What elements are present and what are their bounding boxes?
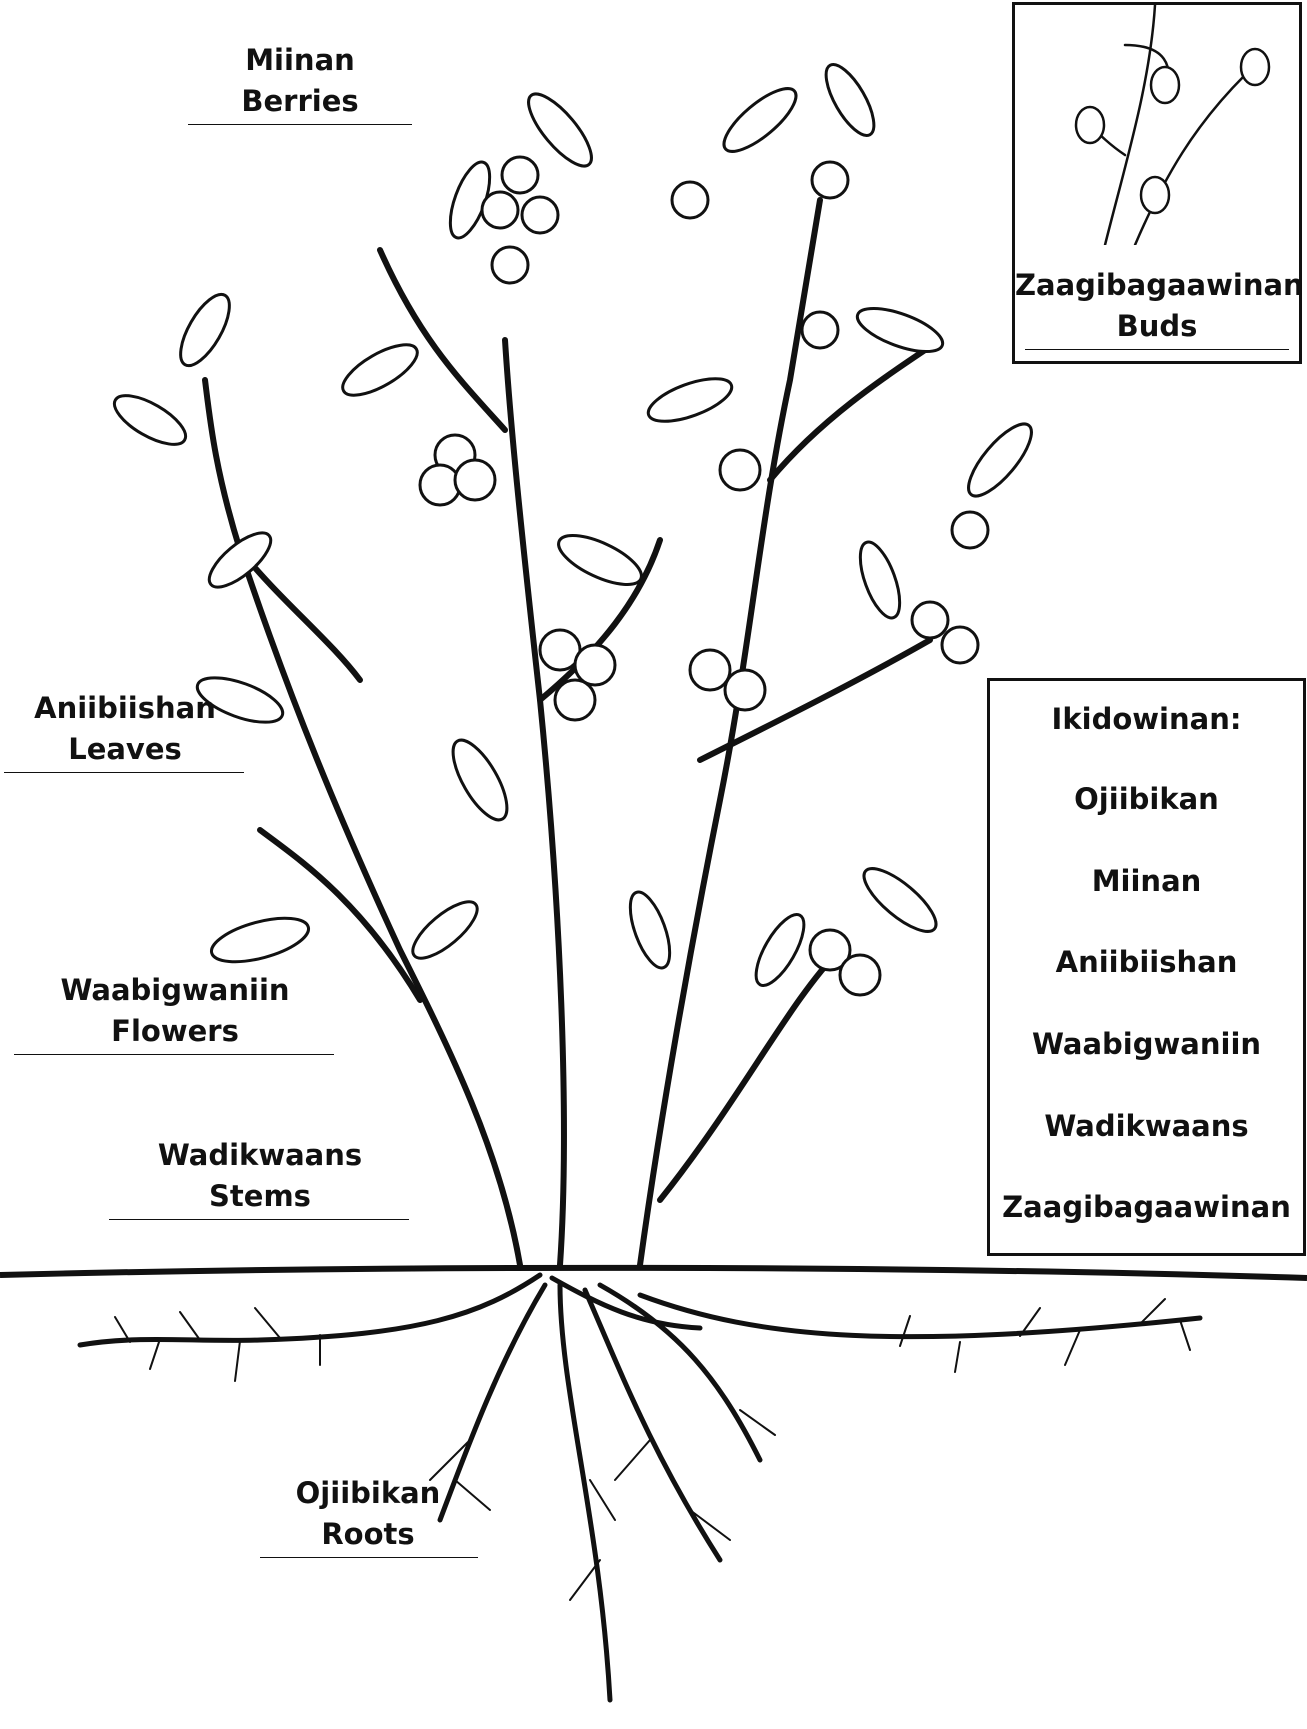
label-roots-native: Ojiibikan: [258, 1473, 478, 1514]
label-leaves-native: Aniibiishan: [0, 688, 250, 729]
word-bank-item: Wadikwaans: [990, 1109, 1303, 1143]
label-stems-english: Stems: [105, 1176, 415, 1217]
label-leaves-answer-line: [4, 772, 244, 773]
word-bank-box: Ikidowinan: Ojiibikan Miinan Aniibiishan…: [987, 678, 1306, 1256]
label-flowers-english: Flowers: [10, 1011, 340, 1052]
word-bank-item: Waabigwaniin: [990, 1027, 1303, 1061]
label-berries-answer-line: [188, 124, 412, 125]
label-roots-answer-line: [260, 1557, 478, 1558]
word-bank-item: Aniibiishan: [990, 945, 1303, 979]
label-leaves-english: Leaves: [0, 729, 250, 770]
label-berries-native: Miinan: [180, 40, 420, 81]
label-buds-english: Buds: [1015, 306, 1299, 347]
label-stems-answer-line: [109, 1219, 409, 1220]
label-stems-native: Wadikwaans: [105, 1135, 415, 1176]
word-bank-item: Miinan: [990, 864, 1303, 898]
label-flowers: Waabigwaniin Flowers: [10, 970, 340, 1052]
leaves: [107, 58, 1041, 992]
word-bank-title: Ikidowinan:: [990, 702, 1303, 736]
label-berries: Miinan Berries: [180, 40, 420, 122]
word-bank-item: Zaagibagaawinan: [990, 1190, 1303, 1224]
label-buds-native: Zaagibagaawinan: [1015, 265, 1299, 306]
roots: [80, 1275, 1200, 1700]
word-bank-item: Ojiibikan: [990, 782, 1303, 816]
label-flowers-answer-line: [14, 1054, 334, 1055]
label-flowers-native: Waabigwaniin: [10, 970, 340, 1011]
label-berries-english: Berries: [180, 81, 420, 122]
label-buds: Zaagibagaawinan Buds: [1015, 265, 1299, 347]
label-stems: Wadikwaans Stems: [105, 1135, 415, 1217]
ground-line: [0, 1268, 1307, 1278]
stems: [205, 200, 940, 1265]
label-roots-english: Roots: [258, 1514, 478, 1555]
buds-inset-box: Zaagibagaawinan Buds: [1012, 2, 1302, 364]
label-roots: Ojiibikan Roots: [258, 1473, 478, 1555]
buds-inset-illustration: [1015, 5, 1305, 245]
label-leaves: Aniibiishan Leaves: [0, 688, 250, 770]
label-buds-answer-line: [1025, 349, 1289, 350]
